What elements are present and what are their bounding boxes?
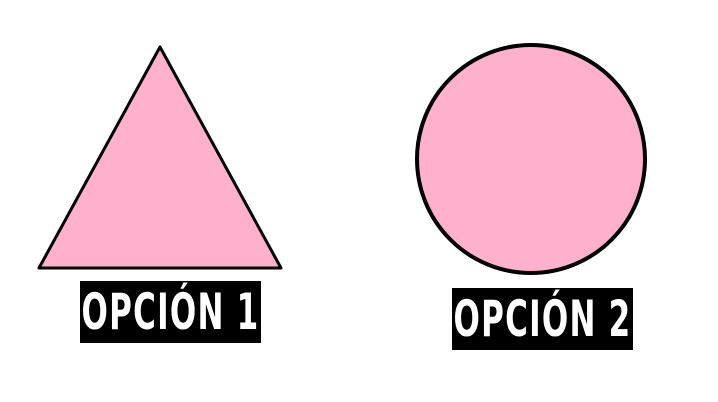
option-1-label-text: OPCIÓN 1 [81,283,260,341]
circle-shape[interactable] [415,43,647,275]
option-2-label-text: OPCIÓN 2 [453,290,632,348]
option-1-label[interactable]: OPCIÓN 1 [80,281,261,343]
option-2-label[interactable]: OPCIÓN 2 [452,288,633,350]
triangle-shape[interactable] [37,45,283,270]
